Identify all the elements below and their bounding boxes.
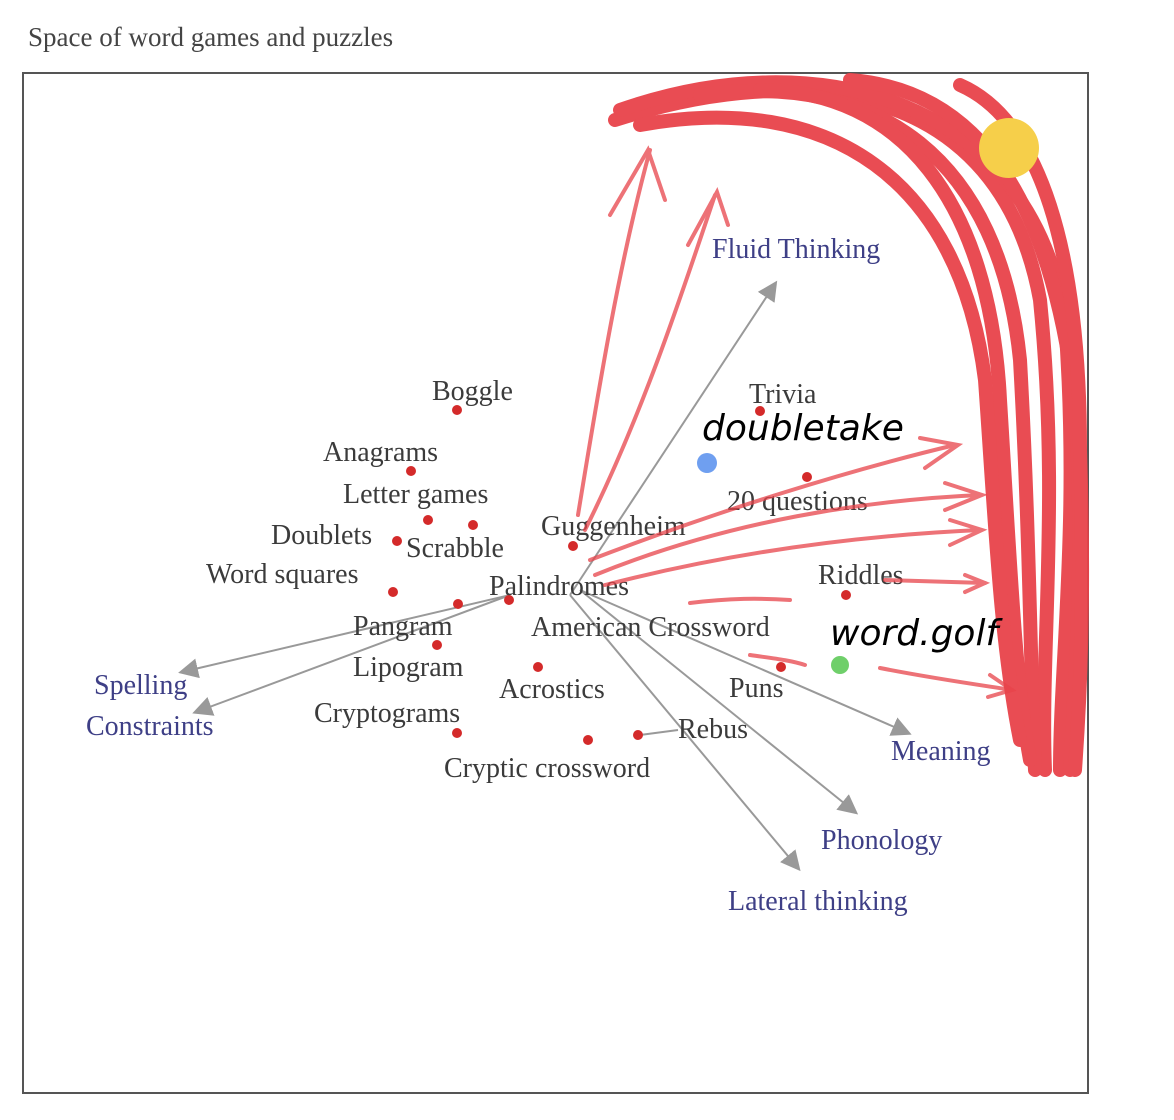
red-scribble [576,73,1090,777]
label-letter-games: Letter games [343,479,488,510]
arrow-constraints [192,594,511,716]
arrow-phonology [579,589,859,815]
label-doublets: Doublets [271,520,372,551]
label-anagrams: Anagrams [323,437,438,468]
label-american-crossword: American Crossword [531,612,770,643]
doubletake-dot [697,453,717,473]
yellow-dot [979,118,1039,178]
annotation-word-golf: word.golf [830,613,1003,654]
label-riddles: Riddles [818,560,904,591]
label-palindromes: Palindromes [489,571,629,602]
arrow-fluid-thinking [569,280,778,596]
axis-meaning: Meaning [891,736,991,767]
axis-spelling: Spelling [94,670,187,701]
label-guggenheim: Guggenheim [541,511,686,542]
label-trivia: Trivia [749,379,817,410]
word-golf-dot [831,656,849,674]
diagram-title: Space of word games and puzzles [28,22,394,52]
label-rebus: Rebus [678,714,748,745]
axis-phonology: Phonology [821,825,942,856]
axis-fluid-thinking: Fluid Thinking [712,234,880,265]
label-cryptograms: Cryptograms [314,698,460,729]
rebus-leader [639,729,679,736]
label-word-squares: Word squares [206,559,358,590]
label-puns: Puns [729,673,783,704]
label-boggle: Boggle [432,376,513,407]
label-cryptic-crossword: Cryptic crossword [444,753,650,784]
label-pangram: Pangram [353,611,453,642]
arrow-meaning [579,589,912,736]
label-scrabble: Scrabble [406,533,504,564]
label-20-questions: 20 questions [727,486,868,517]
axis-constraints: Constraints [86,711,214,742]
axis-lateral-thinking: Lateral thinking [728,886,908,917]
label-acrostics: Acrostics [499,674,605,705]
game-dots [388,405,851,745]
label-lipogram: Lipogram [353,652,464,683]
annotation-doubletake: doubletake [702,408,904,449]
arrow-lateral-thinking [569,594,801,872]
